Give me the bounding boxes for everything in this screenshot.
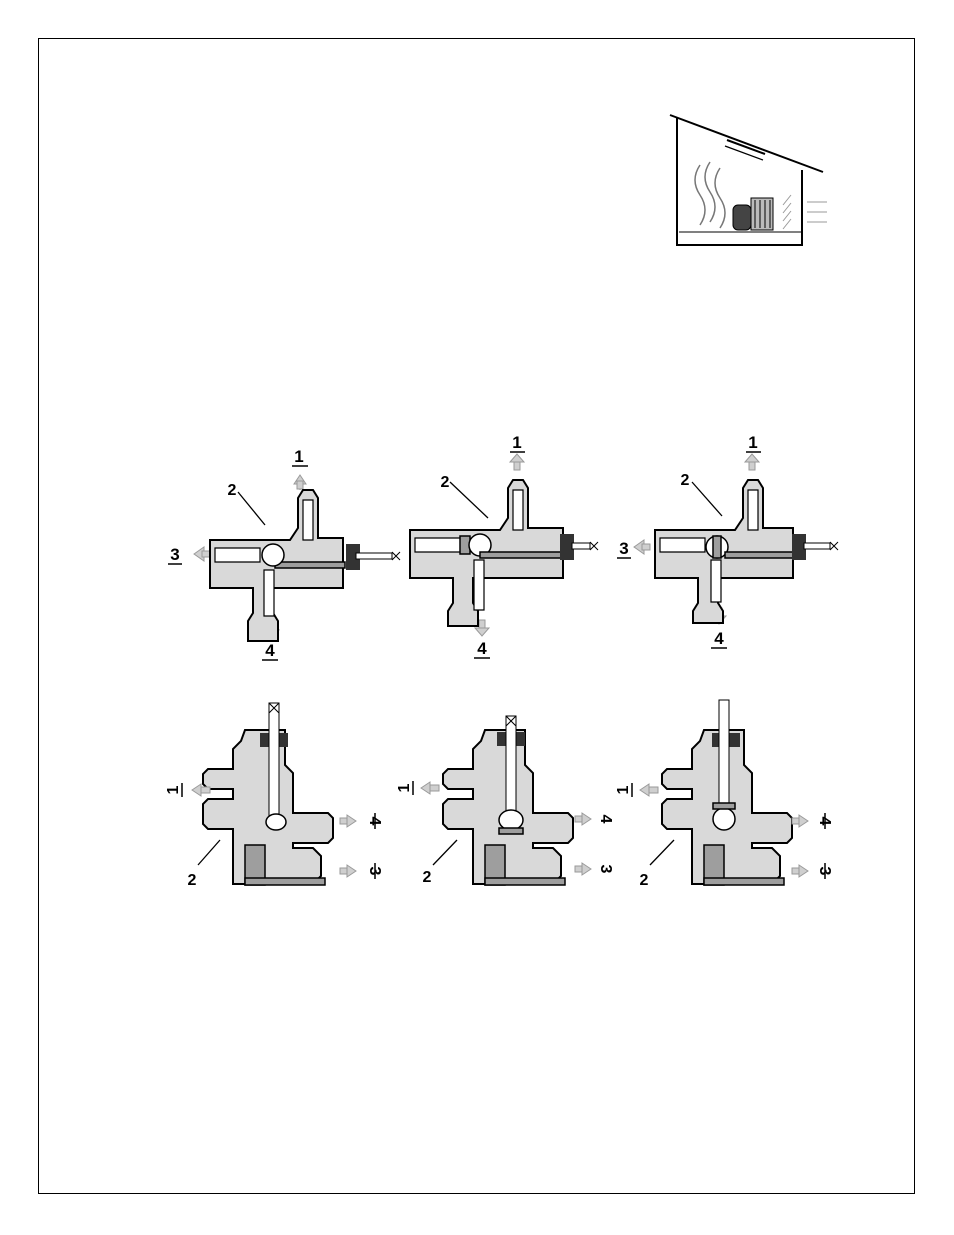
port-label-4: 4 xyxy=(265,641,275,660)
port-label-1: 1 xyxy=(748,433,757,452)
port-label-3: 3 xyxy=(619,539,628,558)
ventilated-room-illustration xyxy=(665,110,830,250)
port-label-2: 2 xyxy=(441,474,450,491)
valve-diagram-horizontal-3: 1 2 3 4 xyxy=(610,430,850,660)
port-label-1: 1 xyxy=(396,783,413,792)
valve-diagram-vertical-3: 1 2 4 3 xyxy=(612,695,842,895)
port-label-2: 2 xyxy=(681,472,690,489)
port-label-4: 4 xyxy=(714,629,724,648)
port-label-2: 2 xyxy=(640,872,649,889)
port-label-2: 2 xyxy=(228,482,237,499)
valve-diagram-vertical-1: 1 2 4 3 xyxy=(160,695,400,895)
valve-diagram-vertical-2: 1 2 4 3 xyxy=(395,710,625,895)
port-label-1: 1 xyxy=(165,785,182,794)
port-label-4: 4 xyxy=(477,639,487,658)
valve-diagram-horizontal-1: 1 2 3 4 xyxy=(160,440,410,670)
port-label-1: 1 xyxy=(294,447,303,466)
port-label-2: 2 xyxy=(188,872,197,889)
valve-diagram-horizontal-2: 1 2 4 xyxy=(400,430,610,670)
port-label-1: 1 xyxy=(615,785,632,794)
port-label-3: 3 xyxy=(170,545,179,564)
port-label-2: 2 xyxy=(423,869,432,886)
port-label-1: 1 xyxy=(512,433,521,452)
